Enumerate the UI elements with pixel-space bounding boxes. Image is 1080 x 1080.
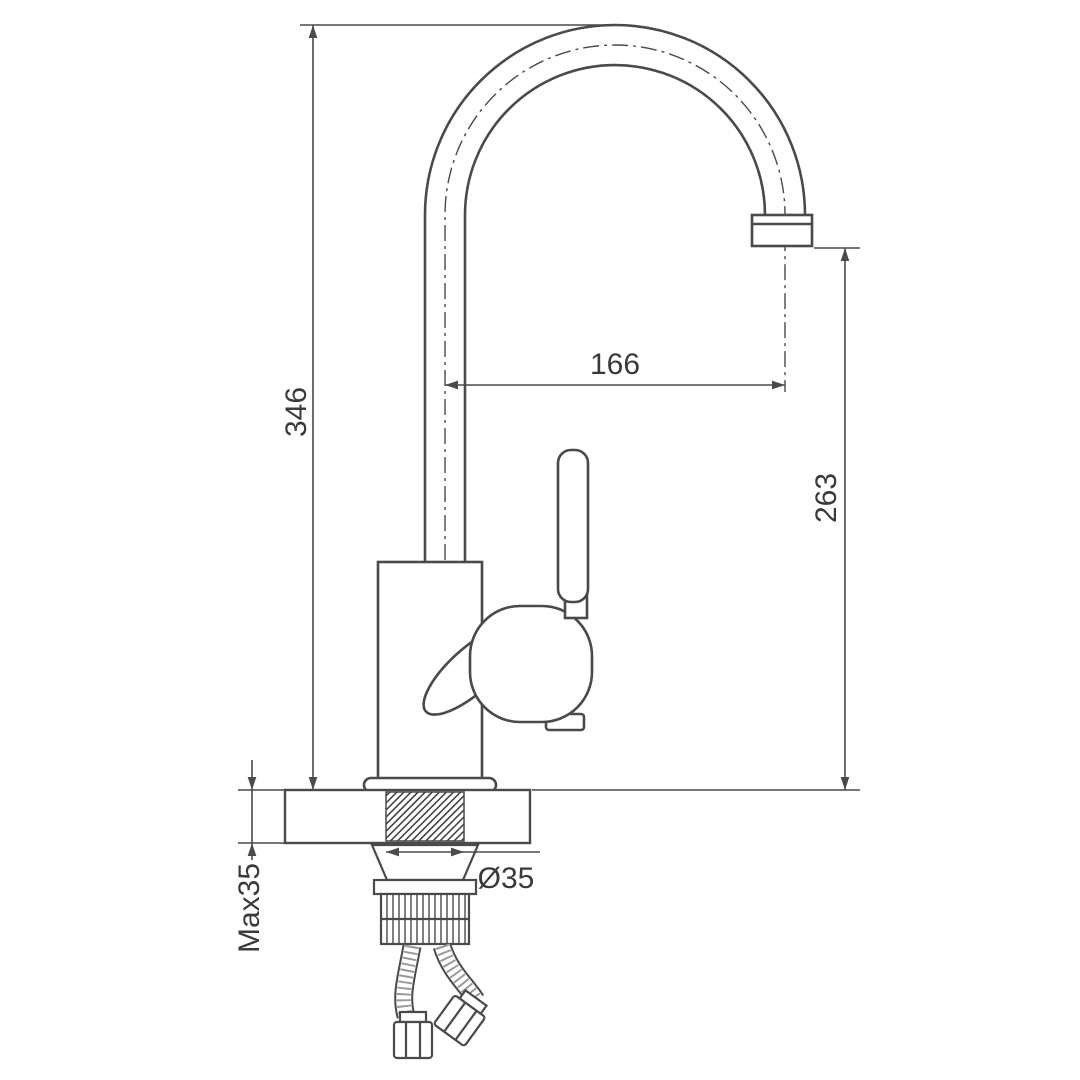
mounting-hole-section bbox=[385, 791, 465, 842]
countertop bbox=[283, 788, 532, 845]
label-max-thickness: Max35 bbox=[233, 863, 266, 953]
label-spout-reach: 166 bbox=[590, 348, 640, 381]
spout-inner-edge bbox=[463, 63, 767, 562]
mounting-hardware bbox=[370, 843, 480, 946]
supply-hoses bbox=[392, 942, 489, 1060]
dimensions bbox=[238, 24, 860, 860]
mounting-bracket bbox=[372, 878, 478, 896]
hose-left-braid bbox=[396, 944, 419, 1018]
label-hole-diameter: Ø35 bbox=[478, 862, 535, 895]
handle-lever bbox=[556, 448, 590, 604]
dimension-labels: 346 166 263 Max35 Ø35 bbox=[233, 348, 843, 953]
faucet-body bbox=[376, 560, 484, 782]
label-outlet-height: 263 bbox=[810, 473, 843, 523]
handle-hub bbox=[468, 604, 594, 724]
hose-left-fitting bbox=[392, 1010, 434, 1060]
hose-right-fitting bbox=[433, 988, 489, 1047]
aerator bbox=[750, 213, 814, 248]
hose-right-braid bbox=[435, 943, 482, 1004]
spout-outer-edge bbox=[423, 23, 807, 562]
spout-centerline bbox=[444, 44, 786, 560]
label-total-height: 346 bbox=[280, 387, 313, 437]
seal-washer bbox=[370, 843, 480, 882]
faucet-outline bbox=[362, 23, 814, 794]
